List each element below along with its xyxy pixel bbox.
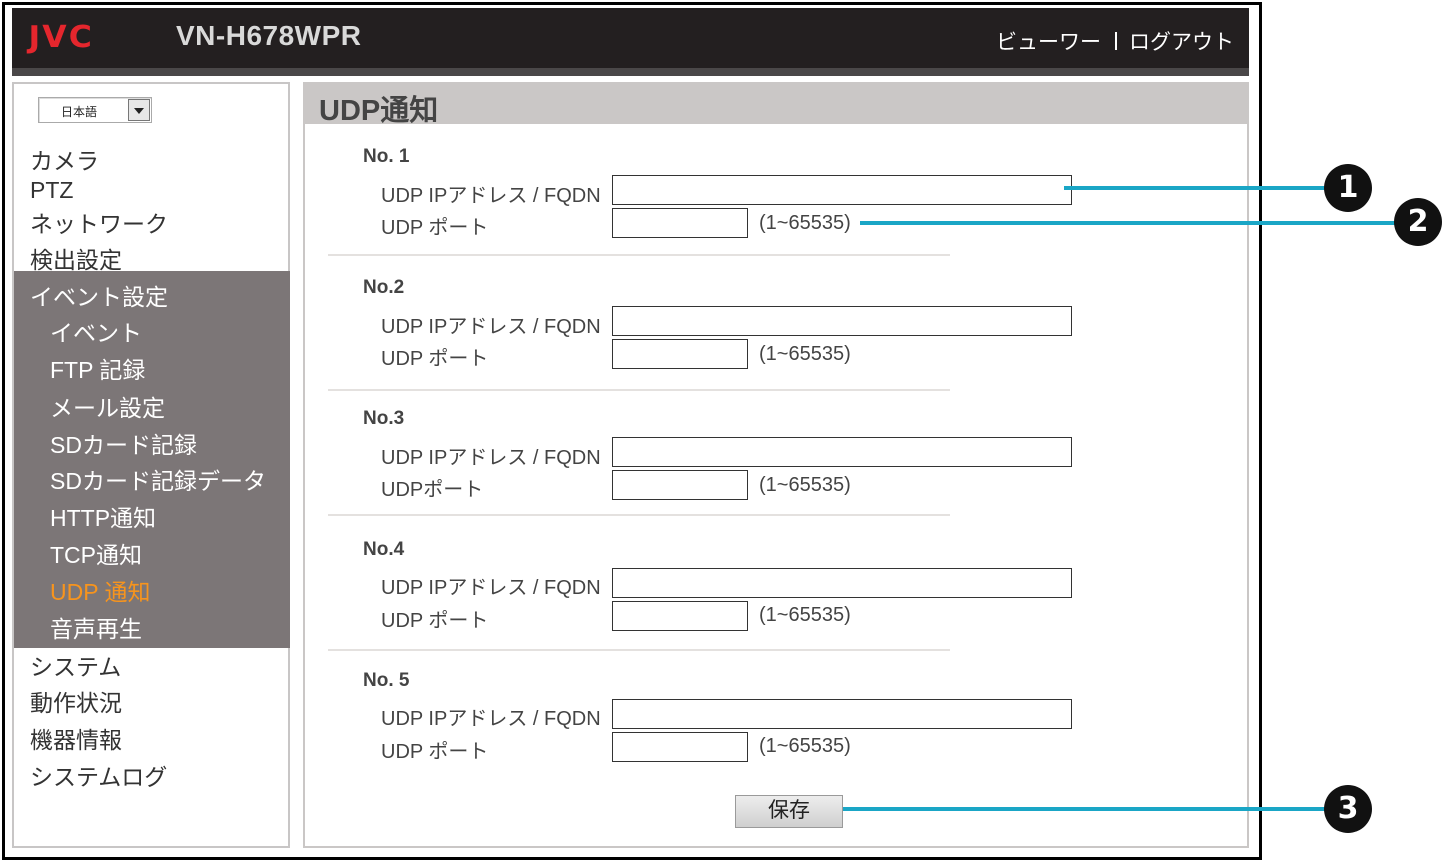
- udp-port-input-4[interactable]: [612, 601, 748, 631]
- udp-address-input-4[interactable]: [612, 568, 1072, 598]
- nav-separator: [1115, 32, 1117, 50]
- addr-label-2: UDP IPアドレス / FQDN: [381, 316, 601, 338]
- addr-label-5: UDP IPアドレス / FQDN: [381, 708, 601, 730]
- chevron-down-icon[interactable]: [128, 99, 150, 121]
- udp-address-input-2[interactable]: [612, 306, 1072, 336]
- sidebar-item-system[interactable]: システム: [30, 654, 122, 680]
- port-range-1: (1~65535): [759, 212, 851, 234]
- sidebar-item-detection[interactable]: 検出設定: [30, 247, 122, 273]
- group-title-1: No. 1: [363, 146, 410, 167]
- sidebar-subitem-udp[interactable]: UDP 通知: [50, 579, 151, 605]
- port-label-1: UDP ポート: [381, 217, 489, 239]
- sidebar-subitem-sd-record[interactable]: SDカード記録: [50, 432, 197, 458]
- sidebar-item-camera[interactable]: カメラ: [30, 148, 99, 174]
- header-bar: [12, 8, 1249, 68]
- top-nav: ビューワー ログアウト: [996, 26, 1234, 56]
- port-label-5: UDP ポート: [381, 741, 489, 763]
- port-label-2: UDP ポート: [381, 348, 489, 370]
- sidebar-subitem-http[interactable]: HTTP通知: [50, 505, 157, 531]
- sidebar-item-network[interactable]: ネットワーク: [30, 211, 168, 237]
- page-title-bar: UDP通知: [303, 82, 1249, 127]
- group-divider: [328, 254, 950, 256]
- sidebar-subitem-mail[interactable]: メール設定: [50, 395, 165, 421]
- callout-number-3: 3: [1324, 785, 1372, 833]
- group-divider: [328, 514, 950, 516]
- sidebar-item-status[interactable]: 動作状況: [30, 690, 122, 716]
- callout-line-3: [843, 807, 1329, 811]
- udp-address-input-3[interactable]: [612, 437, 1072, 467]
- port-label-4: UDP ポート: [381, 610, 489, 632]
- jvc-logo: JVC: [28, 20, 94, 55]
- port-range-4: (1~65535): [759, 604, 851, 626]
- sidebar-subitem-tcp[interactable]: TCP通知: [50, 542, 142, 568]
- callout-line-2: [860, 221, 1400, 225]
- model-name: VN-H678WPR: [176, 20, 362, 51]
- addr-label-1: UDP IPアドレス / FQDN: [381, 185, 601, 207]
- sidebar-item-event-settings[interactable]: イベント設定: [30, 284, 168, 310]
- udp-port-input-5[interactable]: [612, 732, 748, 762]
- sidebar-subitem-audio[interactable]: 音声再生: [50, 616, 142, 642]
- group-divider: [328, 389, 950, 391]
- sidebar-subitem-event[interactable]: イベント: [50, 320, 142, 346]
- addr-label-4: UDP IPアドレス / FQDN: [381, 577, 601, 599]
- group-title-5: No. 5: [363, 670, 410, 691]
- udp-address-input-5[interactable]: [612, 699, 1072, 729]
- port-range-3: (1~65535): [759, 474, 851, 496]
- language-select[interactable]: 日本語: [38, 97, 152, 123]
- group-title-2: No.2: [363, 277, 405, 298]
- sidebar-item-device-info[interactable]: 機器情報: [30, 727, 122, 753]
- sidebar-subitem-sd-data[interactable]: SDカード記録データ: [50, 468, 266, 494]
- header-strip: [12, 68, 1249, 76]
- sidebar: 日本語 カメラ PTZ ネットワーク 検出設定 イベント設定 イベント FTP …: [12, 82, 290, 848]
- viewer-link[interactable]: ビューワー: [996, 31, 1101, 54]
- group-title-3: No.3: [363, 408, 405, 429]
- udp-port-input-3[interactable]: [612, 470, 748, 500]
- udp-address-input-1[interactable]: [612, 175, 1072, 205]
- sidebar-item-ptz[interactable]: PTZ: [30, 177, 74, 203]
- callout-line-1: [1064, 186, 1330, 190]
- save-button[interactable]: 保存: [735, 795, 843, 828]
- logout-link[interactable]: ログアウト: [1129, 31, 1234, 54]
- language-value: 日本語: [61, 105, 98, 119]
- port-range-2: (1~65535): [759, 343, 851, 365]
- port-range-5: (1~65535): [759, 735, 851, 757]
- callout-number-2: 2: [1394, 198, 1442, 246]
- udp-port-input-2[interactable]: [612, 339, 748, 369]
- group-title-4: No.4: [363, 539, 405, 560]
- port-label-3: UDPポート: [381, 479, 484, 501]
- callout-number-1: 1: [1324, 164, 1372, 212]
- page-title: UDP通知: [319, 95, 439, 127]
- sidebar-subitem-ftp[interactable]: FTP 記録: [50, 357, 146, 383]
- event-settings-group: イベント設定 イベント FTP 記録 メール設定 SDカード記録 SDカード記録…: [14, 271, 290, 648]
- sidebar-item-system-log[interactable]: システムログ: [30, 764, 168, 790]
- group-divider: [328, 649, 950, 651]
- addr-label-3: UDP IPアドレス / FQDN: [381, 447, 601, 469]
- udp-port-input-1[interactable]: [612, 208, 748, 238]
